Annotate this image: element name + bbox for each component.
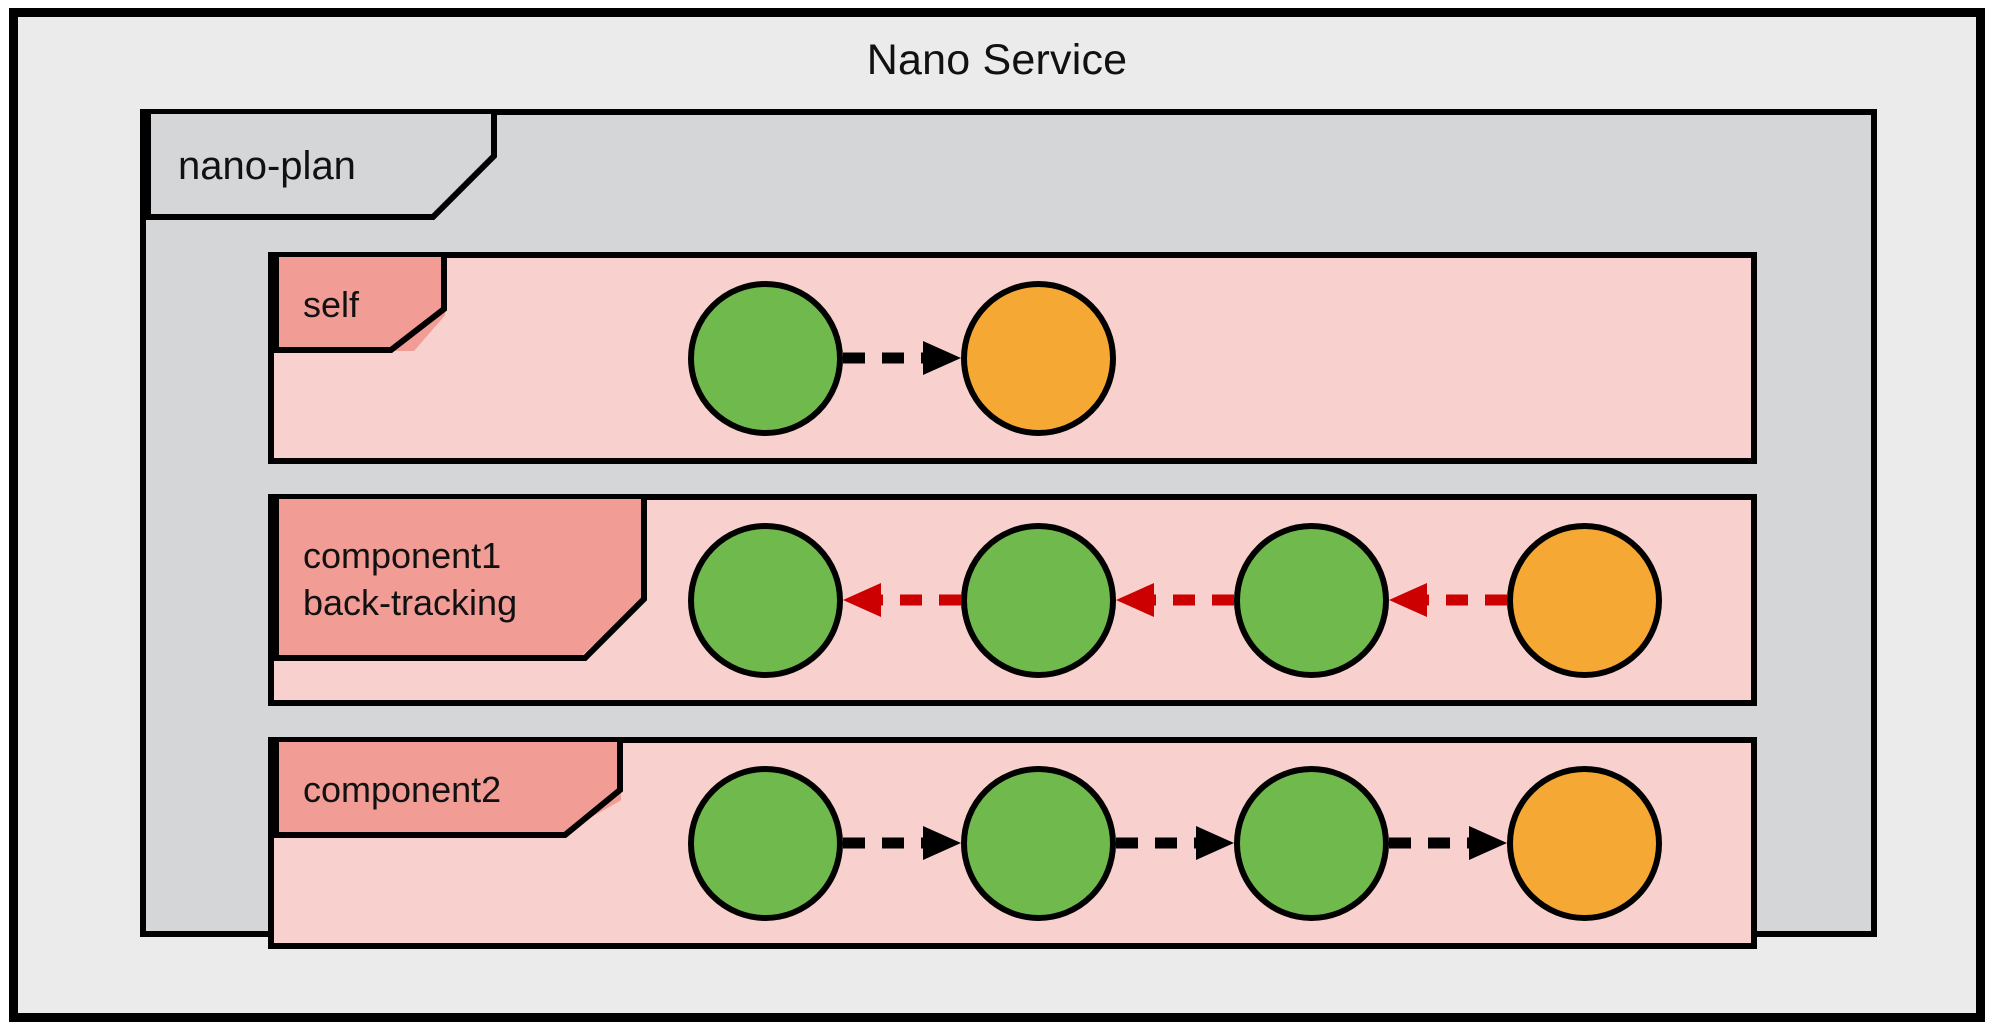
node-self-1[interactable] bbox=[961, 280, 1116, 436]
swimlane-component1-label-line1: component1 bbox=[303, 535, 502, 576]
node-self-0[interactable] bbox=[688, 280, 843, 436]
swimlane-self: self bbox=[268, 252, 1757, 464]
arrow-self-0-to-1 bbox=[843, 341, 961, 375]
swimlane-self-label: self bbox=[303, 283, 360, 325]
page-title: Nano Service bbox=[866, 36, 1128, 84]
swimlane-component2-tab: component2 bbox=[273, 742, 621, 836]
swimlane-component2: component2 bbox=[268, 737, 1757, 949]
node-component1-2[interactable] bbox=[1234, 522, 1389, 678]
node-row-component2 bbox=[688, 743, 1662, 943]
node-component1-3[interactable] bbox=[1507, 522, 1662, 678]
nano-service-frame: Nano Service nano-plan self bbox=[9, 8, 1985, 1022]
arrow-component1-3-to-2 bbox=[1389, 583, 1507, 617]
node-component2-0[interactable] bbox=[688, 765, 843, 921]
node-row-component1 bbox=[688, 500, 1662, 700]
arrow-component2-1-to-2 bbox=[1116, 826, 1234, 860]
arrow-component1-2-to-1 bbox=[1116, 583, 1234, 617]
swimlane-component1-label: component1 back-tracking bbox=[303, 532, 517, 626]
swimlane-component1-tab: component1 back-tracking bbox=[273, 499, 645, 659]
nano-plan-container: nano-plan self bbox=[140, 109, 1877, 949]
arrow-component2-0-to-1 bbox=[843, 826, 961, 860]
node-component1-0[interactable] bbox=[688, 522, 843, 678]
node-component2-1[interactable] bbox=[961, 765, 1116, 921]
nano-plan-tab-label: nano-plan bbox=[178, 143, 356, 188]
swimlane-component1: component1 back-tracking bbox=[268, 494, 1757, 706]
node-component2-3[interactable] bbox=[1507, 765, 1662, 921]
node-component2-2[interactable] bbox=[1234, 765, 1389, 921]
swimlane-component2-label: component2 bbox=[303, 768, 502, 810]
nano-plan-tab: nano-plan bbox=[145, 114, 495, 218]
arrow-component2-2-to-3 bbox=[1389, 826, 1507, 860]
swimlane-component1-label-line2: back-tracking bbox=[303, 582, 518, 623]
arrow-component1-1-to-0 bbox=[843, 583, 961, 617]
node-component1-1[interactable] bbox=[961, 522, 1116, 678]
swimlane-self-tab: self bbox=[273, 257, 445, 351]
node-row-self bbox=[688, 258, 1116, 458]
